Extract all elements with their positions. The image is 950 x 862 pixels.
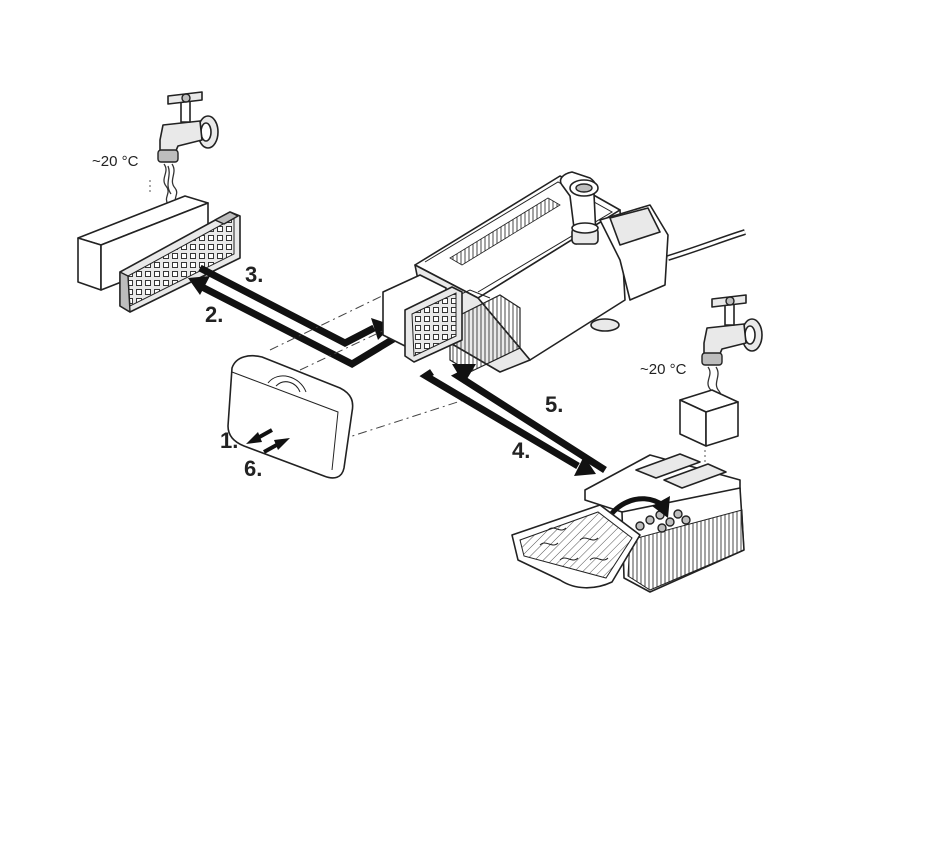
step-label-2: 2. xyxy=(205,302,223,327)
water-tap-icon xyxy=(702,295,762,365)
media-bag xyxy=(512,505,640,588)
step-label-5: 5. xyxy=(545,392,563,417)
temperature-label-right: ~20 °C xyxy=(640,361,687,378)
step-label-1: 1. xyxy=(220,428,238,453)
temperature-label-left: ~20 °C xyxy=(92,153,139,170)
step-label-6: 6. xyxy=(244,456,262,481)
water-stream xyxy=(150,164,177,204)
step-label-3: 3. xyxy=(245,262,263,287)
filter-pump xyxy=(415,172,745,372)
water-tap-icon xyxy=(158,92,218,162)
step-label-4: 4. xyxy=(512,438,530,463)
sponge-cube xyxy=(680,390,738,446)
arrow-step-4 xyxy=(426,372,596,476)
